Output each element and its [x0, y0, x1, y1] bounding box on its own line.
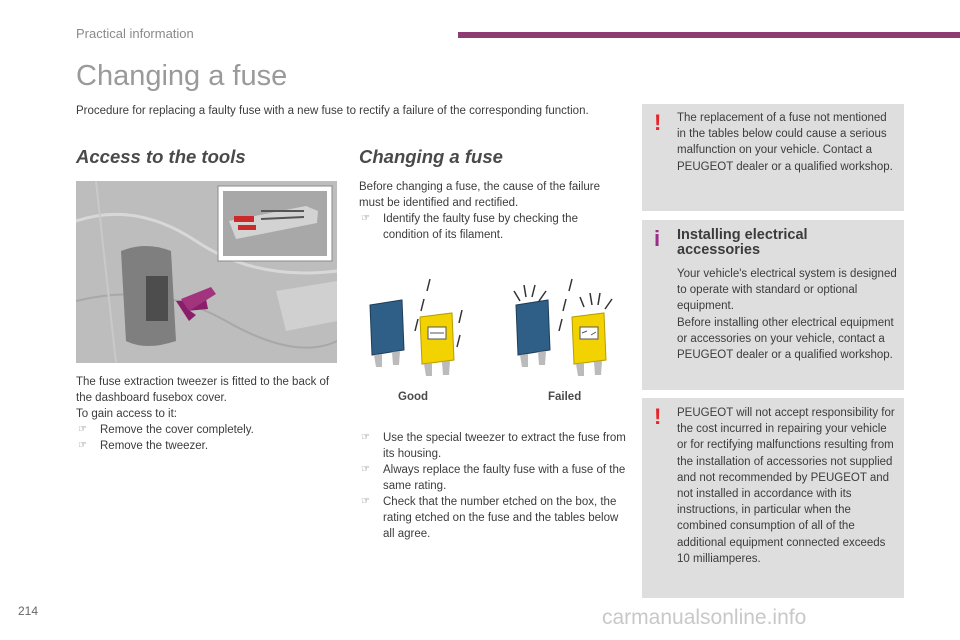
changing-heading: Changing a fuse	[359, 146, 503, 167]
page-intro: Procedure for replacing a faulty fuse wi…	[76, 105, 589, 117]
changing-text: Before changing a fuse, the cause of the…	[359, 181, 601, 209]
access-heading: Access to the tools	[76, 146, 246, 167]
changing-step: ☞ Always replace the faulty fuse with a …	[359, 462, 627, 494]
access-text-1: The fuse extraction tweezer is fitted to…	[76, 376, 330, 404]
label-failed: Failed	[548, 391, 582, 403]
fusebox-illustration	[76, 181, 337, 363]
access-bullet: ☞ Remove the tweezer.	[76, 438, 341, 454]
info-text: Your vehicle's electrical system is desi…	[677, 266, 897, 363]
pointing-hand-icon: ☞	[361, 496, 370, 507]
warning-text: PEUGEOT will not accept responsibility f…	[677, 407, 895, 565]
access-bullet: ☞ Remove the cover completely.	[76, 422, 341, 438]
info-paragraph-1: Your vehicle's electrical system is desi…	[677, 268, 897, 313]
access-instructions: The fuse extraction tweezer is fitted to…	[76, 374, 341, 454]
warning-text: The replacement of a fuse not mentioned …	[677, 112, 893, 173]
page-title: Changing a fuse	[76, 60, 288, 92]
access-text-2: To gain access to it:	[76, 408, 177, 420]
changing-step: ☞ Check that the number etched on the bo…	[359, 494, 627, 542]
pointing-hand-icon: ☞	[361, 213, 370, 224]
warning-note-responsibility: ! PEUGEOT will not accept responsibility…	[642, 398, 904, 598]
changing-step-text: Check that the number etched on the box,…	[383, 496, 619, 540]
pointing-hand-icon: ☞	[78, 424, 87, 435]
failed-fuse-illustration	[513, 278, 613, 376]
pointing-hand-icon: ☞	[361, 464, 370, 475]
changing-steps: ☞ Use the special tweezer to extract the…	[359, 430, 627, 542]
good-fuse-illustration	[369, 278, 463, 376]
pointing-hand-icon: ☞	[361, 432, 370, 443]
label-good: Good	[398, 391, 429, 403]
info-icon: i	[654, 226, 661, 251]
page-number: 214	[18, 604, 39, 618]
exclamation-icon: !	[654, 110, 662, 135]
fusebox-photo	[76, 181, 337, 363]
changing-step-text: Use the special tweezer to extract the f…	[383, 432, 626, 460]
warning-note-replacement: ! The replacement of a fuse not mentione…	[642, 104, 904, 211]
info-title: Installing electrical accessories	[677, 227, 808, 258]
exclamation-icon: !	[654, 404, 662, 429]
changing-step-text: Always replace the faulty fuse with a fu…	[383, 464, 626, 492]
header-accent-bar	[458, 32, 960, 38]
watermark: carmanualsonline.info	[602, 606, 807, 629]
changing-step: ☞ Use the special tweezer to extract the…	[359, 430, 627, 462]
access-bullet-text: Remove the tweezer.	[100, 440, 209, 452]
access-bullet-text: Remove the cover completely.	[100, 424, 254, 436]
info-paragraph-2: Before installing other electrical equip…	[677, 316, 894, 362]
section-label: Practical information	[76, 26, 194, 41]
changing-bullet: ☞ Identify the faulty fuse by checking t…	[359, 211, 627, 243]
changing-intro: Before changing a fuse, the cause of the…	[359, 179, 627, 243]
changing-bullet-text: Identify the faulty fuse by checking the…	[383, 213, 578, 241]
info-note-accessories: i Installing electrical accessories Your…	[642, 220, 904, 390]
pointing-hand-icon: ☞	[78, 440, 87, 451]
